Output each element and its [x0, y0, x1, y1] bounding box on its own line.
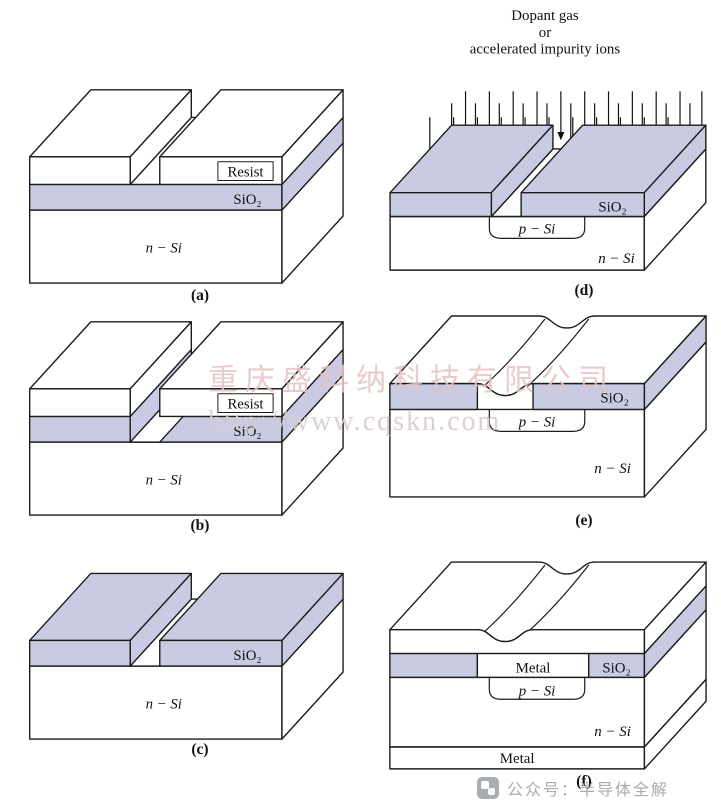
caption-b: (b)	[190, 517, 210, 534]
panel-c-figure: SiO₂ n − Si	[28, 572, 344, 740]
dip-contour-left	[482, 564, 546, 634]
resist-left-front	[28, 388, 131, 418]
publisher-logo-icon	[477, 777, 499, 799]
nsi-label: n − Si	[598, 251, 634, 267]
back-metal-label: Metal	[500, 751, 535, 767]
dopant-header: Dopant gas or accelerated impurity ions	[470, 8, 621, 58]
thin-oxide-dip-front	[477, 383, 534, 397]
nsi-label: n − Si	[594, 461, 631, 477]
sio2-right-front	[532, 382, 646, 411]
caption-f: (f)	[576, 773, 592, 790]
psi-label: p − Si	[518, 221, 555, 237]
sio2-left-front	[389, 652, 479, 679]
dopant-header-line1: Dopant gas	[511, 8, 579, 24]
sio2-label: SiO₂	[598, 200, 626, 216]
panel-a-figure: Resist SiO₂ n − Si	[28, 89, 344, 284]
resist-label: Resist	[227, 397, 264, 413]
panel-e-figure: SiO₂ p − Si n − Si	[389, 315, 707, 498]
sio2-label: SiO₂	[233, 648, 261, 664]
sio2-label: SiO₂	[600, 391, 628, 407]
caption-d: (d)	[574, 282, 594, 299]
dip-contour-left	[482, 318, 546, 388]
panel-e-block: SiO₂ p − Si n − Si	[389, 315, 707, 498]
dip-contour-right	[526, 564, 590, 634]
nsi-front-face	[28, 665, 283, 740]
nsi-front-face	[389, 408, 646, 498]
panel-d-block: SiO₂ p − Si n − Si	[389, 124, 707, 271]
metal-contact-label: Metal	[516, 660, 551, 676]
sio2-left-front	[389, 191, 493, 218]
nsi-label: n − Si	[594, 724, 631, 740]
dip-contour-right	[526, 318, 590, 388]
sio2-right-side	[643, 315, 707, 411]
dopant-header-line3: accelerated impurity ions	[470, 42, 621, 58]
dopant-header-line2: or	[539, 25, 551, 41]
panel-d-figure: Dopant gas or accelerated impurity ions …	[389, 8, 707, 271]
panel-f-figure: Metal SiO₂ p − Si n − Si Metal	[389, 561, 707, 770]
sio2-right-front	[159, 639, 283, 667]
sio2-label: SiO₂	[602, 660, 630, 676]
back-metal-right	[643, 678, 707, 770]
nsi-front-face	[389, 676, 646, 748]
caption-a: (a)	[190, 287, 210, 304]
caption-c: (c)	[191, 741, 209, 758]
sio2-label: SiO₂	[233, 424, 261, 440]
publisher-badge: 公众号：半导体全解	[476, 776, 669, 800]
panel-c-block: SiO₂ n − Si	[28, 572, 344, 740]
metal-layer-front	[389, 628, 646, 655]
psi-region-outline	[488, 409, 586, 432]
panel-f-block: Metal SiO₂ p − Si n − Si Metal	[389, 561, 707, 770]
resist-label: Resist	[227, 165, 264, 181]
psi-region-outline	[488, 677, 586, 700]
panel-a-block: Resist SiO₂ n − Si	[28, 89, 344, 284]
sio2-label: SiO₂	[233, 192, 261, 208]
nsi-label: n − Si	[146, 240, 182, 256]
sio2-left-front	[28, 639, 131, 667]
nsi-front-face	[28, 441, 283, 516]
sio2-right-front	[520, 191, 645, 218]
panel-b-block: Resist SiO₂ n − Si	[28, 321, 344, 516]
nsi-front-face	[28, 209, 283, 284]
psi-region-outline	[488, 216, 586, 239]
psi-label: p − Si	[518, 414, 556, 430]
resist-label-box	[217, 393, 274, 414]
sio2-left-front	[389, 382, 479, 411]
resist-label-box	[217, 161, 274, 182]
panel-b-figure: Resist SiO₂ n − Si	[28, 321, 344, 516]
nsi-label: n − Si	[146, 696, 182, 712]
nsi-label: n − Si	[146, 472, 182, 488]
psi-label: p − Si	[518, 683, 556, 699]
caption-e: (e)	[575, 512, 593, 529]
sio2-left-front	[28, 415, 131, 443]
resist-left-front	[28, 156, 131, 186]
publisher-badge-text: 公众号：半导体全解	[507, 782, 670, 799]
